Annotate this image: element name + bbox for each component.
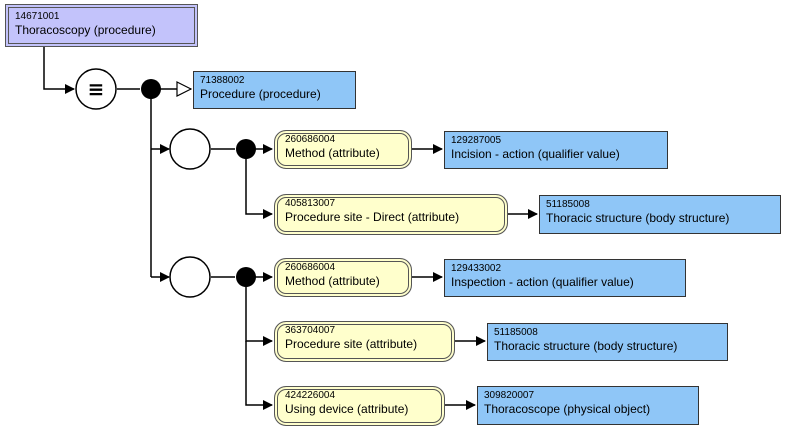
attribute-procedure-site-direct[interactable]: 405813007 Procedure site - Direct (attri… (274, 194, 508, 235)
value-concept[interactable]: 129287005 Incision - action (qualifier v… (444, 131, 668, 169)
attribute-method[interactable]: 260686004 Method (attribute) (274, 258, 412, 297)
concept-id: 309820007 (484, 390, 535, 401)
attribute-term: Procedure site - Direct (attribute) (285, 210, 460, 224)
attribute-id: 260686004 (285, 134, 336, 145)
attribute-term: Procedure site (attribute) (285, 337, 418, 351)
focus-concept[interactable]: 14671001 Thoracoscopy (procedure) (8, 7, 195, 44)
concept-id: 51185008 (546, 199, 590, 210)
concept-term: Thoracoscope (physical object) (484, 402, 651, 416)
value-concept[interactable]: 129433002 Inspection - action (qualifier… (444, 259, 686, 297)
value-concept[interactable]: 309820007 Thoracoscope (physical object) (477, 386, 699, 425)
attribute-id: 424226004 (285, 390, 336, 401)
concept-id: 51185008 (494, 327, 538, 338)
attribute-term: Using device (attribute) (285, 402, 409, 416)
value-concept[interactable]: 51185008 Thoracic structure (body struct… (539, 195, 781, 234)
concept-id: 129433002 (451, 263, 502, 274)
concept-term: Procedure (procedure) (200, 87, 321, 101)
attribute-term: Method (attribute) (285, 274, 380, 288)
definition-status-symbol: ≡ (88, 77, 105, 101)
conjunction-dot (236, 139, 256, 159)
concept-term: Thoracic structure (body structure) (494, 339, 678, 353)
concept-term: Thoracic structure (body structure) (546, 211, 730, 225)
value-concept[interactable]: 51185008 Thoracic structure (body struct… (487, 323, 728, 361)
attribute-method[interactable]: 260686004 Method (attribute) (274, 130, 412, 169)
attribute-id: 260686004 (285, 262, 336, 273)
parent-concept[interactable]: 71388002 Procedure (procedure) (193, 71, 356, 109)
role-group-circle (169, 128, 211, 170)
attribute-id: 363704007 (285, 325, 336, 336)
concept-term: Thoracoscopy (procedure) (15, 23, 156, 37)
attribute-term: Method (attribute) (285, 146, 380, 160)
conjunction-dot (141, 79, 161, 99)
concept-id: 129287005 (451, 135, 502, 146)
attribute-using-device[interactable]: 424226004 Using device (attribute) (274, 386, 445, 426)
concept-id: 14671001 (15, 11, 60, 22)
concept-term: Incision - action (qualifier value) (451, 147, 620, 161)
concept-term: Inspection - action (qualifier value) (451, 275, 634, 289)
role-group-circle (169, 256, 211, 298)
conjunction-dot (236, 267, 256, 287)
definition-status-circle (75, 68, 117, 110)
concept-id: 71388002 (200, 75, 245, 86)
attribute-id: 405813007 (285, 198, 336, 209)
attribute-procedure-site[interactable]: 363704007 Procedure site (attribute) (274, 321, 455, 362)
